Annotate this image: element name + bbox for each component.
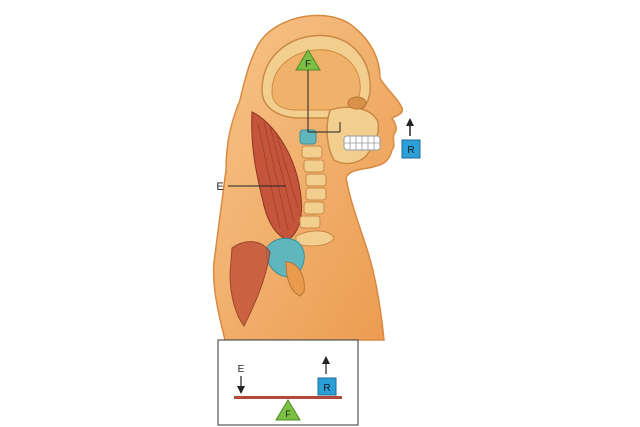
eye-socket: [347, 96, 367, 110]
clavicle: [295, 230, 335, 247]
muscle-striations: [257, 121, 299, 231]
resistance-arrow-up: [322, 356, 330, 364]
lever-effort-label: E: [238, 364, 245, 375]
head-neck-illustration: [212, 14, 404, 341]
lever-bar: [234, 396, 342, 399]
brain-outline: [271, 49, 361, 111]
lever-fulcrum: [275, 399, 301, 421]
anatomy-fulcrum-marker: F: [295, 49, 341, 133]
lever-resistance-label: R: [323, 383, 330, 394]
anatomy-effort-marker: E: [216, 181, 286, 193]
lever-fulcrum-label: F: [285, 409, 291, 419]
anatomy-effort-label: E: [216, 181, 223, 193]
anatomy-resistance-marker: R: [401, 118, 421, 159]
effort-arrow-down: [237, 386, 245, 394]
upper-back-muscle: [229, 241, 271, 327]
cervical-spine: [299, 129, 327, 229]
teeth: [343, 135, 381, 151]
anatomy-fulcrum-label: F: [305, 59, 311, 70]
anatomy-resistance-label: R: [407, 145, 414, 156]
humerus: [285, 261, 305, 297]
lever-schematic: E R F: [217, 339, 359, 426]
